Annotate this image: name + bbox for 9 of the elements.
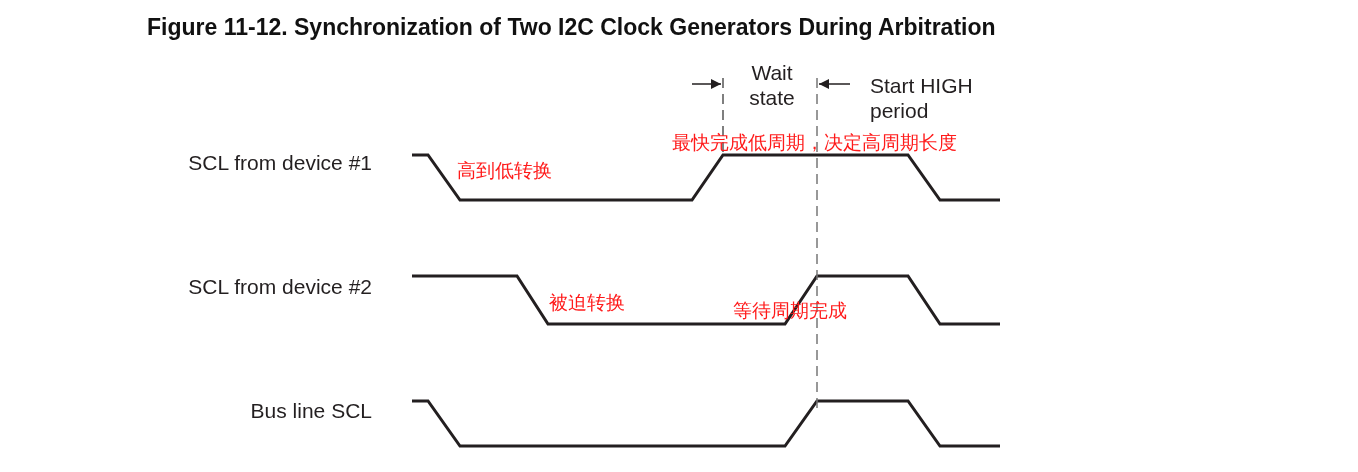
annotation-note: 最快完成低周期，决定高周期长度: [672, 131, 957, 155]
figure-title: Figure 11-12. Synchronization of Two I2C Clock Generators During Arbitration: [147, 14, 996, 41]
interval-label: Wait state: [748, 60, 796, 110]
interval-label: Start HIGH period: [870, 73, 974, 123]
signal-name: SCL from device #2: [187, 274, 372, 299]
signal-name: SCL from device #1: [187, 150, 372, 175]
annotation-note: 被迫转换: [549, 291, 625, 315]
annotation-note: 高到低转换: [457, 159, 552, 183]
signal-name: Bus line SCL: [249, 398, 372, 423]
